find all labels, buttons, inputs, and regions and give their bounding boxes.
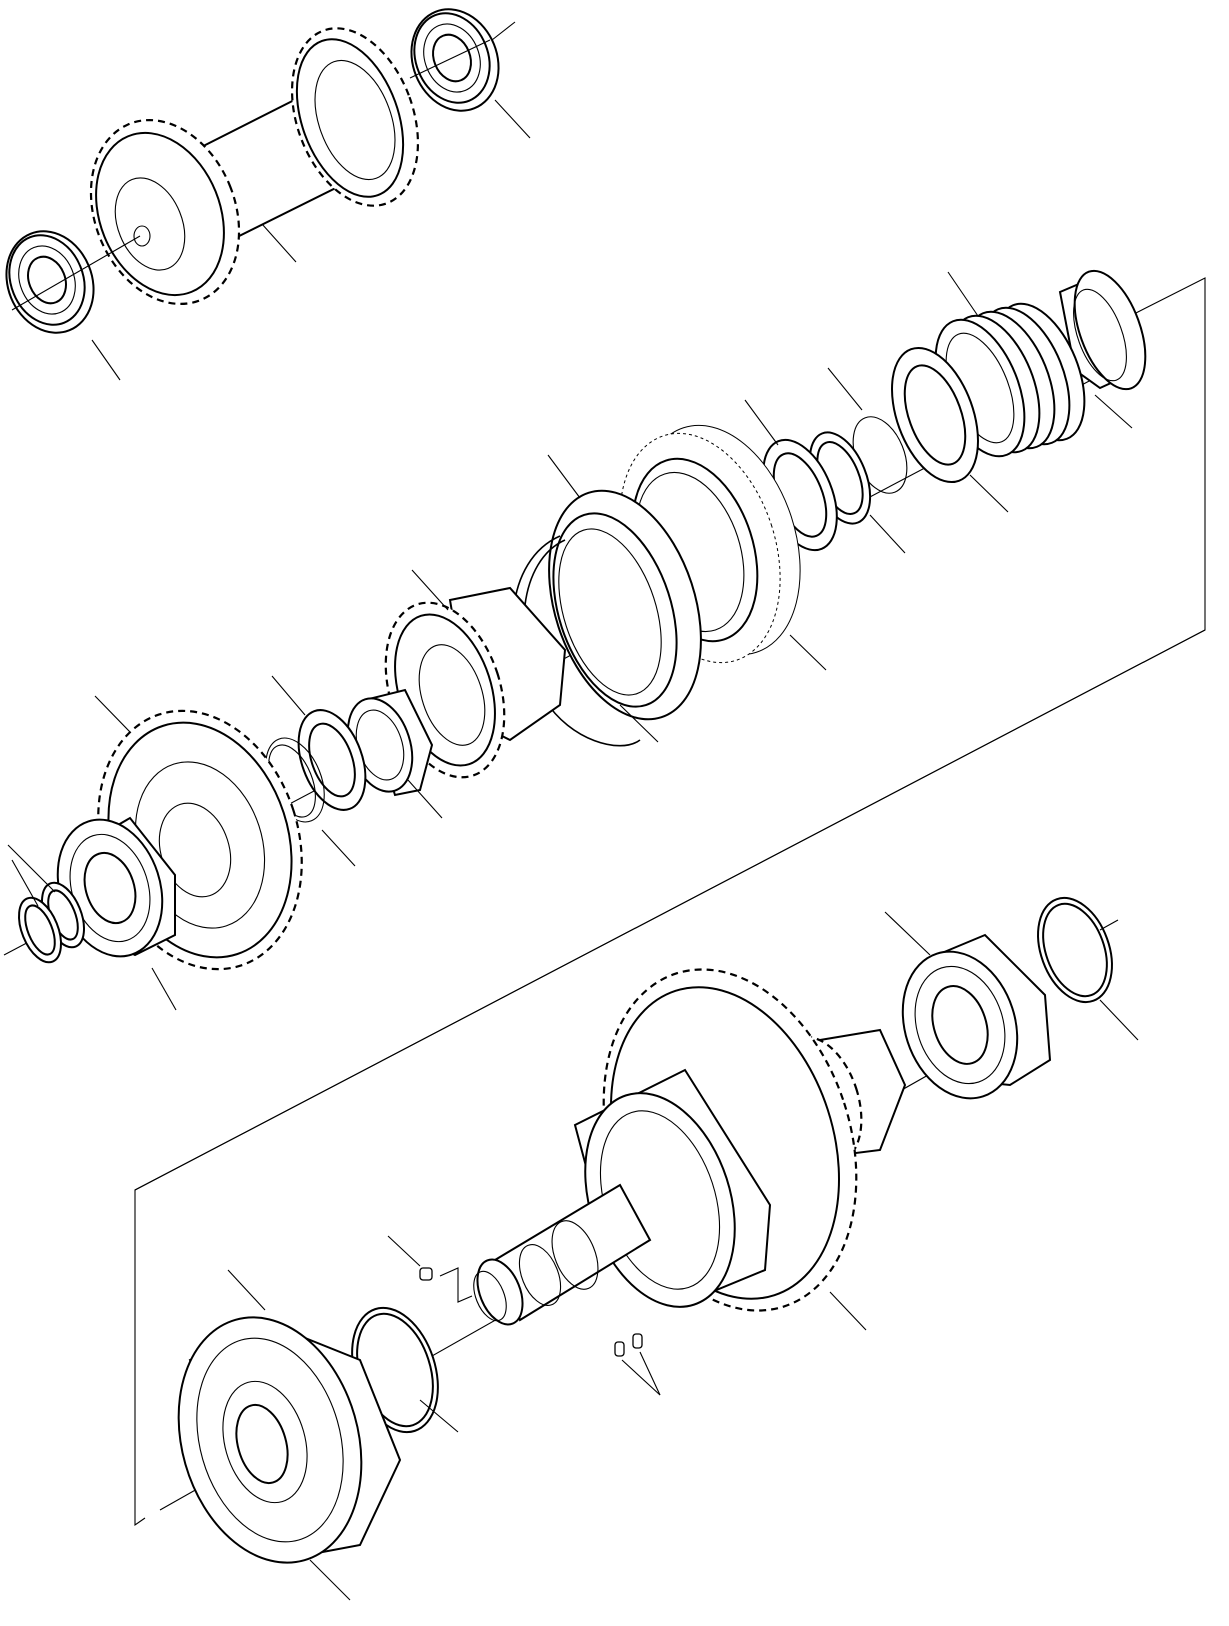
- leader-line: [321, 829, 356, 867]
- leader-line: [491, 21, 516, 41]
- countershaft-small-gear: [89, 118, 241, 306]
- output-shaft-group: [159, 896, 1139, 1601]
- leader-line: [639, 1351, 661, 1396]
- leader-line: [547, 454, 581, 499]
- leader-line: [969, 474, 1009, 513]
- leader-line: [829, 1291, 867, 1331]
- leader-line: [151, 967, 177, 1011]
- leader-line: [494, 99, 531, 139]
- leader-line: [827, 367, 863, 411]
- plug: [387, 1235, 473, 1303]
- leader-line: [884, 911, 931, 956]
- leader-line: [621, 1359, 661, 1396]
- bearing-cover: [177, 1316, 402, 1564]
- leader-line: [309, 1559, 351, 1601]
- leader-line: [1099, 919, 1119, 931]
- ball-bearing: [56, 816, 176, 958]
- leader-line: [91, 339, 121, 381]
- countershaft-large-gear: [290, 27, 420, 207]
- leader-line: [261, 223, 297, 263]
- leader-line: [419, 1399, 459, 1433]
- thrust-washer-right: [891, 346, 979, 484]
- leader-line: [11, 859, 39, 907]
- leader-line: [7, 844, 56, 893]
- leader-line: [94, 695, 131, 733]
- leader-line: [411, 569, 449, 611]
- leader-line: [387, 1235, 421, 1267]
- leader-line: [869, 514, 906, 554]
- plugs-pair: [614, 1333, 661, 1396]
- input-side-group: [7, 695, 303, 1011]
- leader-line: [271, 675, 306, 716]
- leader-line: [619, 704, 659, 743]
- spring-stack: [934, 302, 1086, 458]
- thrust-washer: [297, 709, 367, 811]
- leader-line: [1099, 999, 1139, 1041]
- clutch-pack-group: [3, 269, 1147, 956]
- countershaft-group: [5, 8, 531, 381]
- leader-line: [947, 271, 979, 317]
- leader-line: [227, 1269, 266, 1311]
- leader-line: [407, 779, 443, 819]
- leader-line: [744, 399, 779, 446]
- shaft-with-drum-gear: [473, 968, 907, 1326]
- countershaft-bearing-left: [5, 230, 95, 334]
- leader-line: [789, 634, 827, 671]
- roller-bearing: [901, 933, 1052, 1100]
- clutch-hub-ring: [548, 489, 702, 721]
- spring-housing: [1058, 269, 1147, 391]
- snap-ring-output: [1037, 896, 1113, 1004]
- leader-line: [1094, 394, 1133, 429]
- countershaft-bearing-right: [409, 8, 500, 112]
- seal-rings: [18, 881, 85, 964]
- assembly-frame-line: [134, 629, 1206, 1191]
